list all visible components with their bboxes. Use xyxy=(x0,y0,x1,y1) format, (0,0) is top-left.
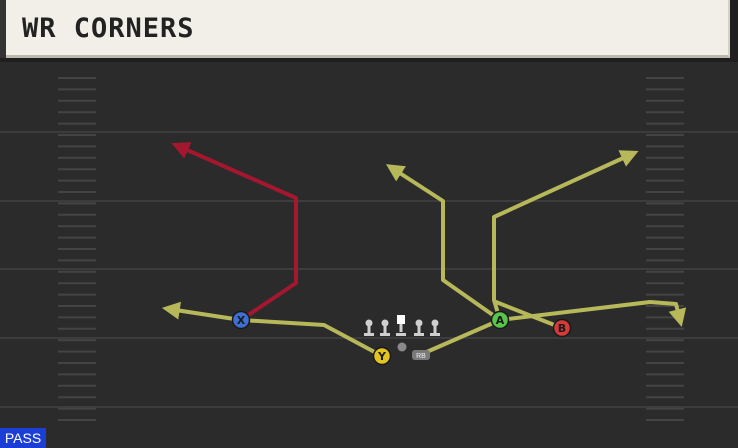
running-back-icon: RB xyxy=(412,350,430,360)
receiver-label: B xyxy=(558,322,566,335)
route-x-flat xyxy=(161,301,243,322)
lineman-icon xyxy=(430,319,440,336)
lineman-icon xyxy=(364,319,374,336)
route-a-drag xyxy=(494,300,564,330)
route-y-corner xyxy=(239,318,384,358)
route-rb-seam xyxy=(385,164,502,356)
route-a-post xyxy=(492,150,639,322)
play-type-badge: PASS xyxy=(0,428,46,448)
running-back-label: RB xyxy=(416,353,426,360)
center-lineman-icon xyxy=(396,315,406,336)
xbox-x-button-icon: X xyxy=(231,310,251,330)
receiver-label: A xyxy=(496,314,505,327)
offensive-line xyxy=(364,315,440,336)
xbox-b-button-icon: B xyxy=(552,318,572,338)
player-icons: RB X Y A B xyxy=(231,310,572,366)
quarterback-icon xyxy=(397,342,407,352)
receiver-label: Y xyxy=(377,350,387,363)
receiver-label: X xyxy=(237,314,246,327)
play-title-banner: WR CORNERS xyxy=(0,0,730,58)
yard-lines xyxy=(0,131,738,408)
title-accent-bar xyxy=(0,0,6,58)
hash-marks xyxy=(58,77,684,421)
xbox-a-button-icon: A xyxy=(490,310,510,330)
routes-layer xyxy=(161,142,687,358)
lineman-icon xyxy=(380,319,390,336)
route-b-out xyxy=(498,300,687,327)
lineman-icon xyxy=(414,319,424,336)
route-x-corner xyxy=(171,142,298,322)
xbox-y-button-icon: Y xyxy=(372,346,392,366)
play-title: WR CORNERS xyxy=(22,13,195,44)
